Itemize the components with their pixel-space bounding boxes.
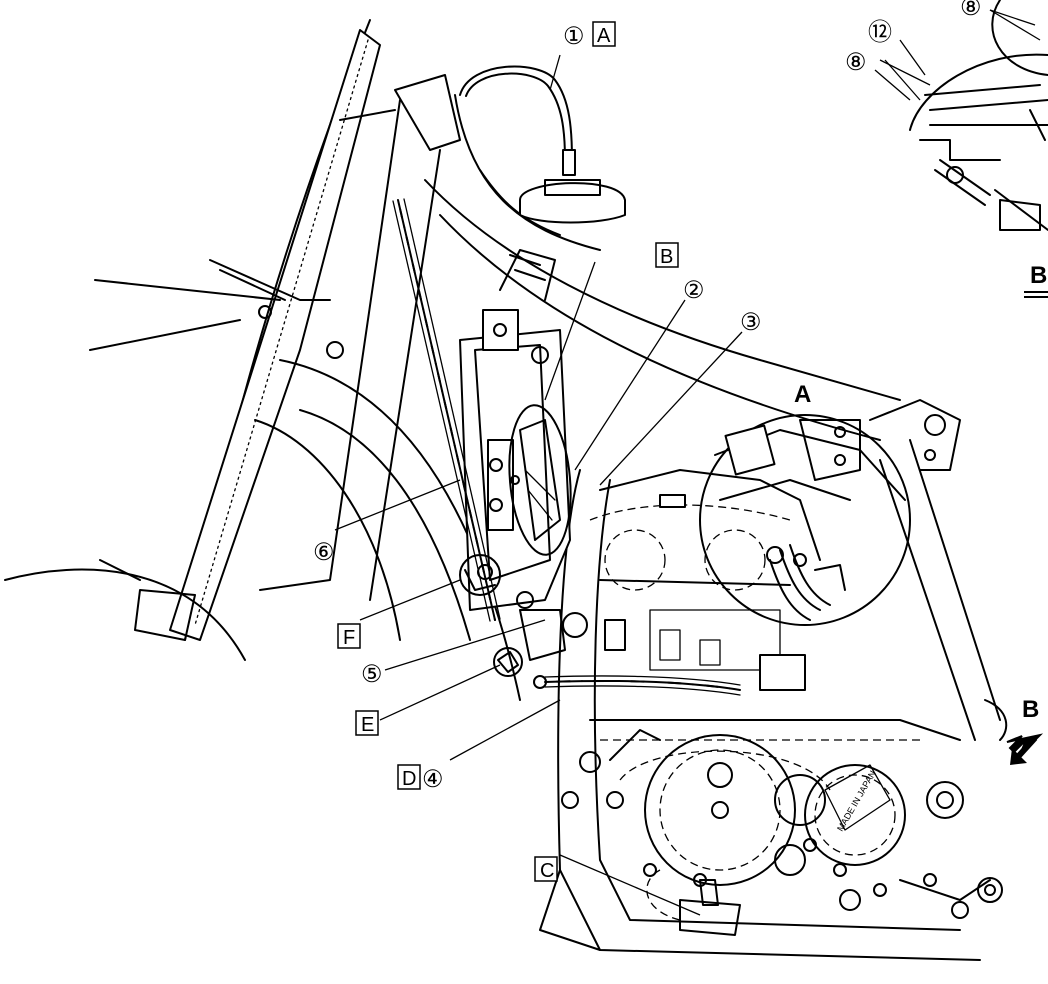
cdi-bracket (459, 249, 588, 661)
callout-12: ⑫ (868, 19, 892, 46)
fuel-tank (454, 94, 626, 251)
view-b-arrow-label: B (1022, 696, 1039, 723)
detail-b-inset (909, 0, 1048, 231)
view-b-arrow (1006, 733, 1044, 765)
boxed-label-a: A (597, 25, 611, 47)
detail-a-circle (699, 414, 911, 626)
clamp-f (459, 554, 501, 596)
boxed-label-f: F (343, 627, 355, 649)
callout-4: ④ (422, 766, 444, 793)
breather-hose (459, 65, 576, 176)
boxed-label-e: E (361, 714, 374, 736)
front-fender (254, 359, 521, 701)
boxed-label-d: D (402, 768, 416, 790)
leader-lines (334, 9, 1041, 916)
frame (424, 179, 1008, 961)
boxed-label-c: C (540, 860, 554, 882)
engine-stamp: MADE IN JAPAN (835, 769, 878, 833)
detail-a-label: A (794, 381, 811, 408)
callout-3: ③ (740, 309, 762, 336)
wire-harness (392, 198, 741, 696)
engine (561, 469, 1003, 936)
callout-2: ② (683, 277, 705, 304)
front-fork-assembly (4, 19, 461, 661)
clamp-e (493, 647, 523, 677)
boxed-label-b: B (660, 246, 673, 268)
component-b-detail (508, 404, 572, 556)
callout-8-top: ⑧ (960, 0, 982, 21)
detail-b-inset-label: B (1030, 262, 1047, 289)
callout-8-mid: ⑧ (845, 49, 867, 76)
callout-6: ⑥ (313, 539, 335, 566)
callout-1: ① (563, 23, 585, 50)
callout-5: ⑤ (361, 661, 383, 688)
